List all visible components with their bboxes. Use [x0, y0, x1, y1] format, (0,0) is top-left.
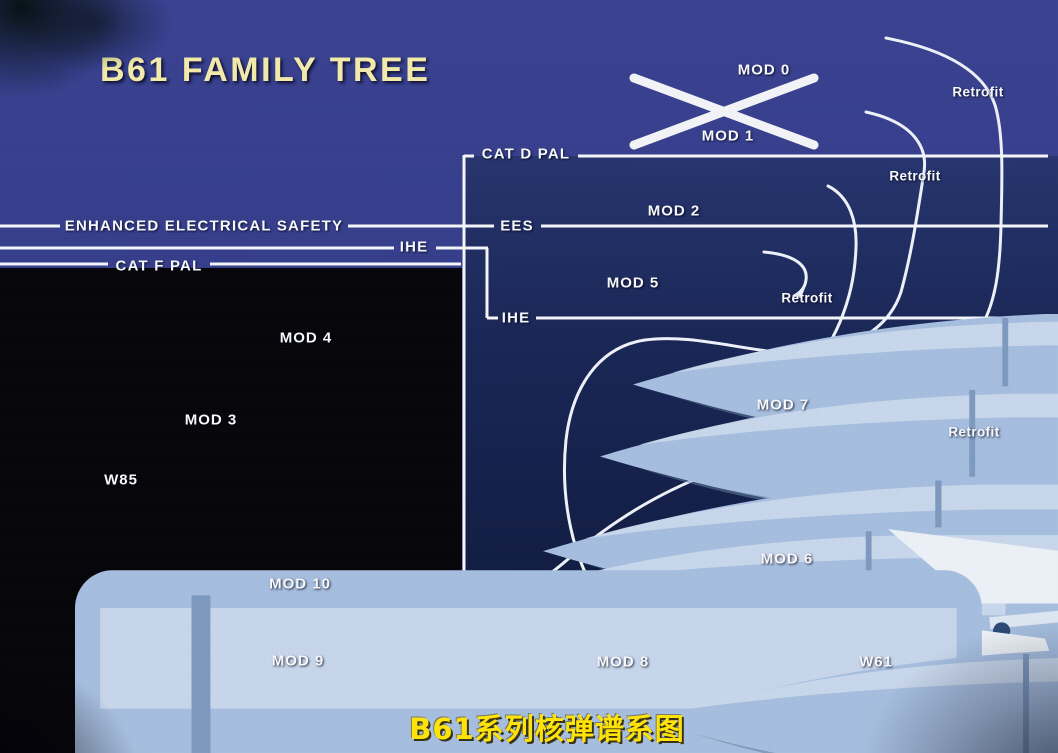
- bomb-label-mod-6: MOD 6: [760, 550, 814, 568]
- label-cat-d-pal: CAT D PAL: [481, 145, 571, 163]
- label-ihe-lower: IHE: [501, 309, 531, 327]
- warhead-label-w85: W85: [104, 471, 138, 489]
- bomb-label-mod-3: MOD 3: [184, 411, 238, 429]
- label-enhanced-electrical-safety: ENHANCED ELECTRICAL SAFETY: [64, 217, 344, 235]
- bomb-label-mod-1: MOD 1: [701, 127, 755, 145]
- label-cat-f-pal: CAT F PAL: [115, 257, 203, 275]
- warhead-label-w61: W61: [859, 653, 893, 671]
- bomb-label-mod-2: MOD 2: [647, 202, 701, 220]
- retrofit-label-1: Retrofit: [952, 84, 1004, 100]
- bomb-label-mod-8: MOD 8: [596, 653, 650, 671]
- bomb-label-mod-10: MOD 10: [269, 575, 331, 593]
- bomb-label-mod-5: MOD 5: [606, 274, 660, 292]
- bomb-label-mod-4: MOD 4: [279, 329, 333, 347]
- retrofit-label-4: Retrofit: [948, 424, 1000, 440]
- bomb-label-mod-7: MOD 7: [756, 396, 810, 414]
- bomb-label-mod-9: MOD 9: [271, 652, 325, 670]
- label-ees: EES: [500, 217, 534, 235]
- diagram-title: B61 FAMILY TREE: [100, 51, 431, 89]
- caption-chinese: B61系列核弹谱系图: [409, 712, 685, 746]
- bomb-label-mod-0: MOD 0: [737, 61, 791, 79]
- retrofit-label-2: Retrofit: [889, 168, 941, 184]
- retrofit-label-3: Retrofit: [781, 290, 833, 306]
- label-ihe-upper: IHE: [399, 238, 429, 256]
